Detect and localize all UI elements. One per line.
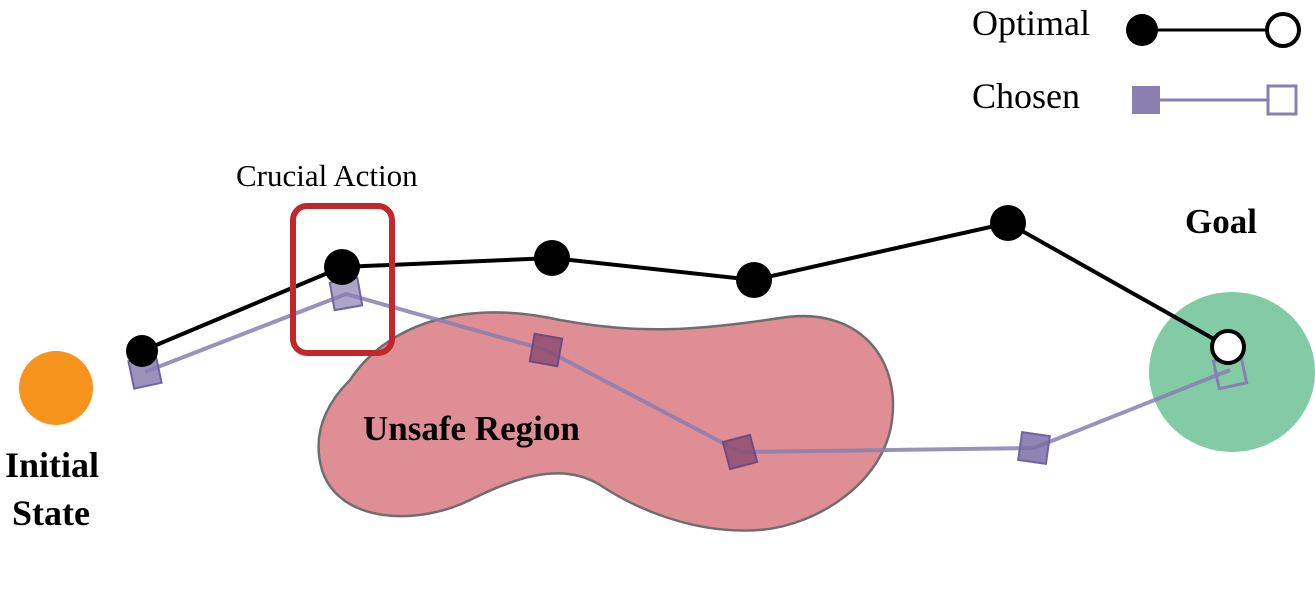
chosen-point — [528, 332, 564, 368]
initial-state-label-line2: State — [12, 493, 90, 533]
optimal-point — [534, 240, 570, 276]
legend-optimal-end-marker — [1265, 12, 1301, 48]
goal-label: Goal — [1185, 202, 1257, 241]
crucial-action-label: Crucial Action — [236, 158, 418, 193]
chosen-point — [1017, 431, 1051, 465]
optimal-trajectory — [126, 205, 1246, 367]
chosen-path-line — [144, 291, 1231, 455]
legend: Optimal Chosen — [972, 3, 1301, 116]
crucial-action-box — [290, 203, 395, 356]
optimal-point — [736, 262, 772, 298]
chosen-trajectory — [127, 276, 1249, 471]
optimal-goal-point — [1210, 329, 1246, 365]
legend-optimal-start-marker — [1126, 14, 1158, 46]
optimal-point — [990, 205, 1026, 241]
legend-chosen-label: Chosen — [972, 76, 1080, 116]
optimal-point — [126, 335, 158, 367]
unsafe-region-label: Unsafe Region — [363, 409, 580, 448]
legend-optimal-label: Optimal — [972, 3, 1090, 43]
chosen-point — [721, 433, 759, 471]
initial-state-marker — [19, 351, 93, 425]
optimal-point — [324, 249, 360, 285]
unsafe-region-shape — [317, 311, 895, 532]
legend-chosen-start-marker — [1132, 86, 1160, 114]
goal-region — [1149, 292, 1315, 452]
legend-chosen-end-marker — [1266, 84, 1298, 116]
initial-state-label-line1: Initial — [5, 445, 99, 485]
optimal-path-line — [141, 220, 1229, 353]
